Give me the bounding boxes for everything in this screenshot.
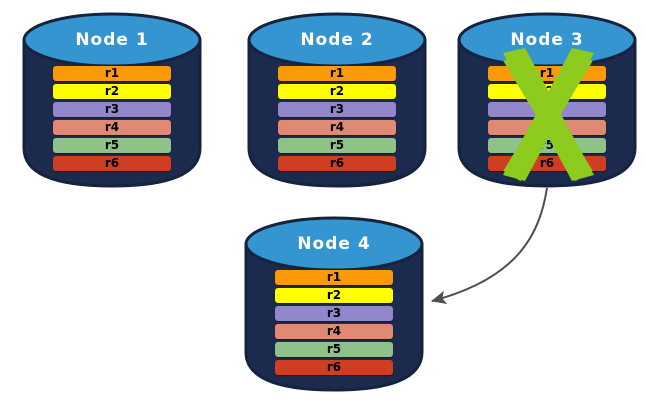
node-1-row-r3[interactable]: r3 xyxy=(53,102,171,117)
node-2-row-r6[interactable]: r6 xyxy=(278,156,396,171)
node-4-row-r2[interactable]: r2 xyxy=(275,288,393,303)
node-3[interactable]: Node 3 r1 r2 r3 r4 r5 r6 xyxy=(457,8,637,188)
node-1-rows: r1 r2 r3 r4 r5 r6 xyxy=(53,66,171,171)
node-4-row-r1[interactable]: r1 xyxy=(275,270,393,285)
node-3-row-r1[interactable]: r1 xyxy=(488,66,606,81)
node-4-row-r5[interactable]: r5 xyxy=(275,342,393,357)
node-4-rows: r1 r2 r3 r4 r5 r6 xyxy=(275,270,393,375)
node-1[interactable]: Node 1 r1 r2 r3 r4 r5 r6 xyxy=(22,8,202,188)
node-3-row-r4[interactable]: r4 xyxy=(488,120,606,135)
node-1-row-r5[interactable]: r5 xyxy=(53,138,171,153)
node-1-row-r4[interactable]: r4 xyxy=(53,120,171,135)
node-3-row-r6[interactable]: r6 xyxy=(488,156,606,171)
node-2-row-r1[interactable]: r1 xyxy=(278,66,396,81)
node-2-row-r3[interactable]: r3 xyxy=(278,102,396,117)
node-4[interactable]: Node 4 r1 r2 r3 r4 r5 r6 xyxy=(244,212,424,392)
node-3-rows: r1 r2 r3 r4 r5 r6 xyxy=(488,66,606,171)
node-4-row-r4[interactable]: r4 xyxy=(275,324,393,339)
node-1-row-r6[interactable]: r6 xyxy=(53,156,171,171)
node-3-row-r5[interactable]: r5 xyxy=(488,138,606,153)
node-1-row-r1[interactable]: r1 xyxy=(53,66,171,81)
failover-arrow-path xyxy=(432,187,548,301)
node-3-row-r2[interactable]: r2 xyxy=(488,84,606,99)
node-4-row-r3[interactable]: r3 xyxy=(275,306,393,321)
node-2-row-r2[interactable]: r2 xyxy=(278,84,396,99)
node-2-rows: r1 r2 r3 r4 r5 r6 xyxy=(278,66,396,171)
node-2-row-r5[interactable]: r5 xyxy=(278,138,396,153)
node-1-row-r2[interactable]: r2 xyxy=(53,84,171,99)
node-2[interactable]: Node 2 r1 r2 r3 r4 r5 r6 xyxy=(247,8,427,188)
node-4-row-r6[interactable]: r6 xyxy=(275,360,393,375)
node-2-row-r4[interactable]: r4 xyxy=(278,120,396,135)
node-3-row-r3[interactable]: r3 xyxy=(488,102,606,117)
